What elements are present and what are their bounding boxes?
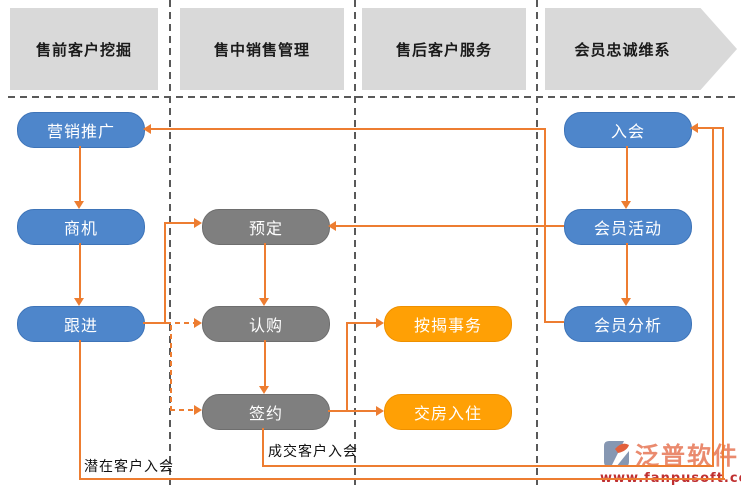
node-followup: 跟进 — [17, 306, 145, 342]
connector-segment — [166, 322, 194, 324]
connector-segment — [79, 146, 81, 201]
arrowhead — [621, 298, 631, 306]
connector-segment — [722, 128, 724, 479]
column-separator — [354, 0, 356, 485]
arrowhead — [621, 201, 631, 209]
arrowhead — [376, 318, 384, 328]
label-potential-customer-join: 潜在客户入会 — [84, 459, 174, 475]
connector-segment — [712, 129, 714, 466]
stage-header-loyalty: 会员忠诚维系 — [545, 8, 737, 90]
connector-segment — [79, 243, 81, 298]
node-member-analysis: 会员分析 — [564, 306, 692, 342]
arrowhead — [328, 221, 336, 231]
connector-segment — [79, 478, 725, 480]
header-separator-line — [8, 96, 737, 98]
connector-segment — [346, 322, 348, 412]
connector-segment — [262, 465, 714, 467]
node-signing: 签约 — [202, 394, 330, 430]
connector-segment — [143, 322, 166, 324]
connector-segment — [698, 127, 724, 129]
stage-header-presale: 售前客户挖掘 — [10, 8, 158, 90]
connector-segment — [151, 128, 545, 130]
connector-segment — [170, 325, 172, 410]
arrowhead — [259, 386, 269, 394]
node-opportunity: 商机 — [17, 209, 145, 245]
arrowhead — [194, 218, 202, 228]
stage-header-sale: 售中销售管理 — [180, 8, 344, 90]
connector-segment — [262, 428, 264, 466]
node-member-activity: 会员活动 — [564, 209, 692, 245]
connector-segment — [328, 410, 376, 412]
node-join: 入会 — [564, 112, 692, 148]
column-separator — [169, 0, 171, 485]
arrowhead — [690, 123, 698, 133]
node-handover: 交房入住 — [384, 394, 512, 430]
arrowhead — [74, 298, 84, 306]
arrowhead — [74, 201, 84, 209]
arrowhead — [376, 406, 384, 416]
fanpu-swoosh-icon — [604, 440, 629, 467]
arrowhead — [194, 405, 202, 415]
connector-segment — [545, 321, 564, 323]
connector-segment — [346, 322, 376, 324]
connector-segment — [79, 340, 81, 479]
connector-segment — [264, 243, 266, 298]
arrowhead — [143, 124, 151, 134]
connector-segment — [164, 222, 194, 224]
connector-segment — [626, 243, 628, 298]
connector-segment — [264, 340, 266, 386]
arrowhead — [194, 318, 202, 328]
node-mortgage: 按揭事务 — [384, 306, 512, 342]
connector-segment — [170, 409, 194, 411]
stage-header-service: 售后客户服务 — [362, 8, 526, 90]
label-deal-customer-join: 成交客户入会 — [268, 444, 358, 460]
arrowhead — [259, 298, 269, 306]
connector-segment — [626, 146, 628, 201]
vendor-watermark: 泛普软件 www.fanpusoft.com — [600, 436, 741, 485]
column-separator — [536, 0, 538, 485]
connector-segment — [164, 222, 166, 324]
connector-segment — [336, 225, 564, 227]
node-marketing: 营销推广 — [17, 112, 145, 148]
connector-segment — [544, 128, 546, 323]
node-reservation: 预定 — [202, 209, 330, 245]
node-subscription: 认购 — [202, 306, 330, 342]
